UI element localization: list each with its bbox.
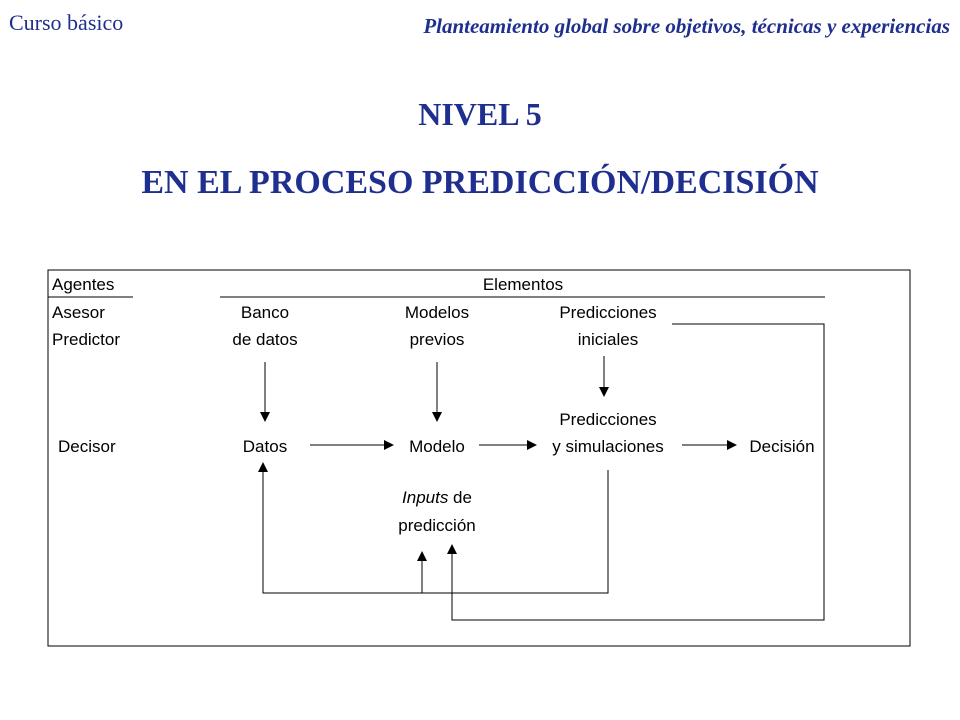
node-datos: Datos [243,437,287,456]
course-subtitle: Planteamiento global sobre objetivos, té… [423,14,950,38]
page-title-process: EN EL PROCESO PREDICCIÓN/DECISIÓN [141,164,819,201]
agent-decisor: Decisor [58,437,116,456]
inputs-label-line1: Inputs de [402,488,472,507]
arrow-feedback-to-datos [258,462,609,594]
arrow-predini-loop-to-inputs [447,323,825,621]
page-title-level: NIVEL 5 [418,96,542,132]
agent-asesor: Asesor [52,303,105,322]
source-banco-line2: de datos [232,330,297,349]
inputs-label-line2: predicción [398,516,476,535]
col-elements-label: Elementos [483,275,563,294]
diagram-frame [47,269,911,647]
node-modelo: Modelo [409,437,465,456]
node-decision: Decisión [749,437,814,456]
agent-predictor: Predictor [52,330,120,349]
node-predicciones-line2: y simulaciones [552,437,664,456]
source-predicciones-line2: iniciales [578,330,638,349]
source-banco-line1: Banco [241,303,289,322]
source-predicciones-line1: Predicciones [559,303,656,322]
col-agents-label: Agentes [52,275,114,294]
node-predicciones-line1: Predicciones [559,410,656,429]
source-modelos-line1: Modelos [405,303,469,322]
source-modelos-line2: previos [410,330,465,349]
course-label: Curso básico [9,10,124,35]
